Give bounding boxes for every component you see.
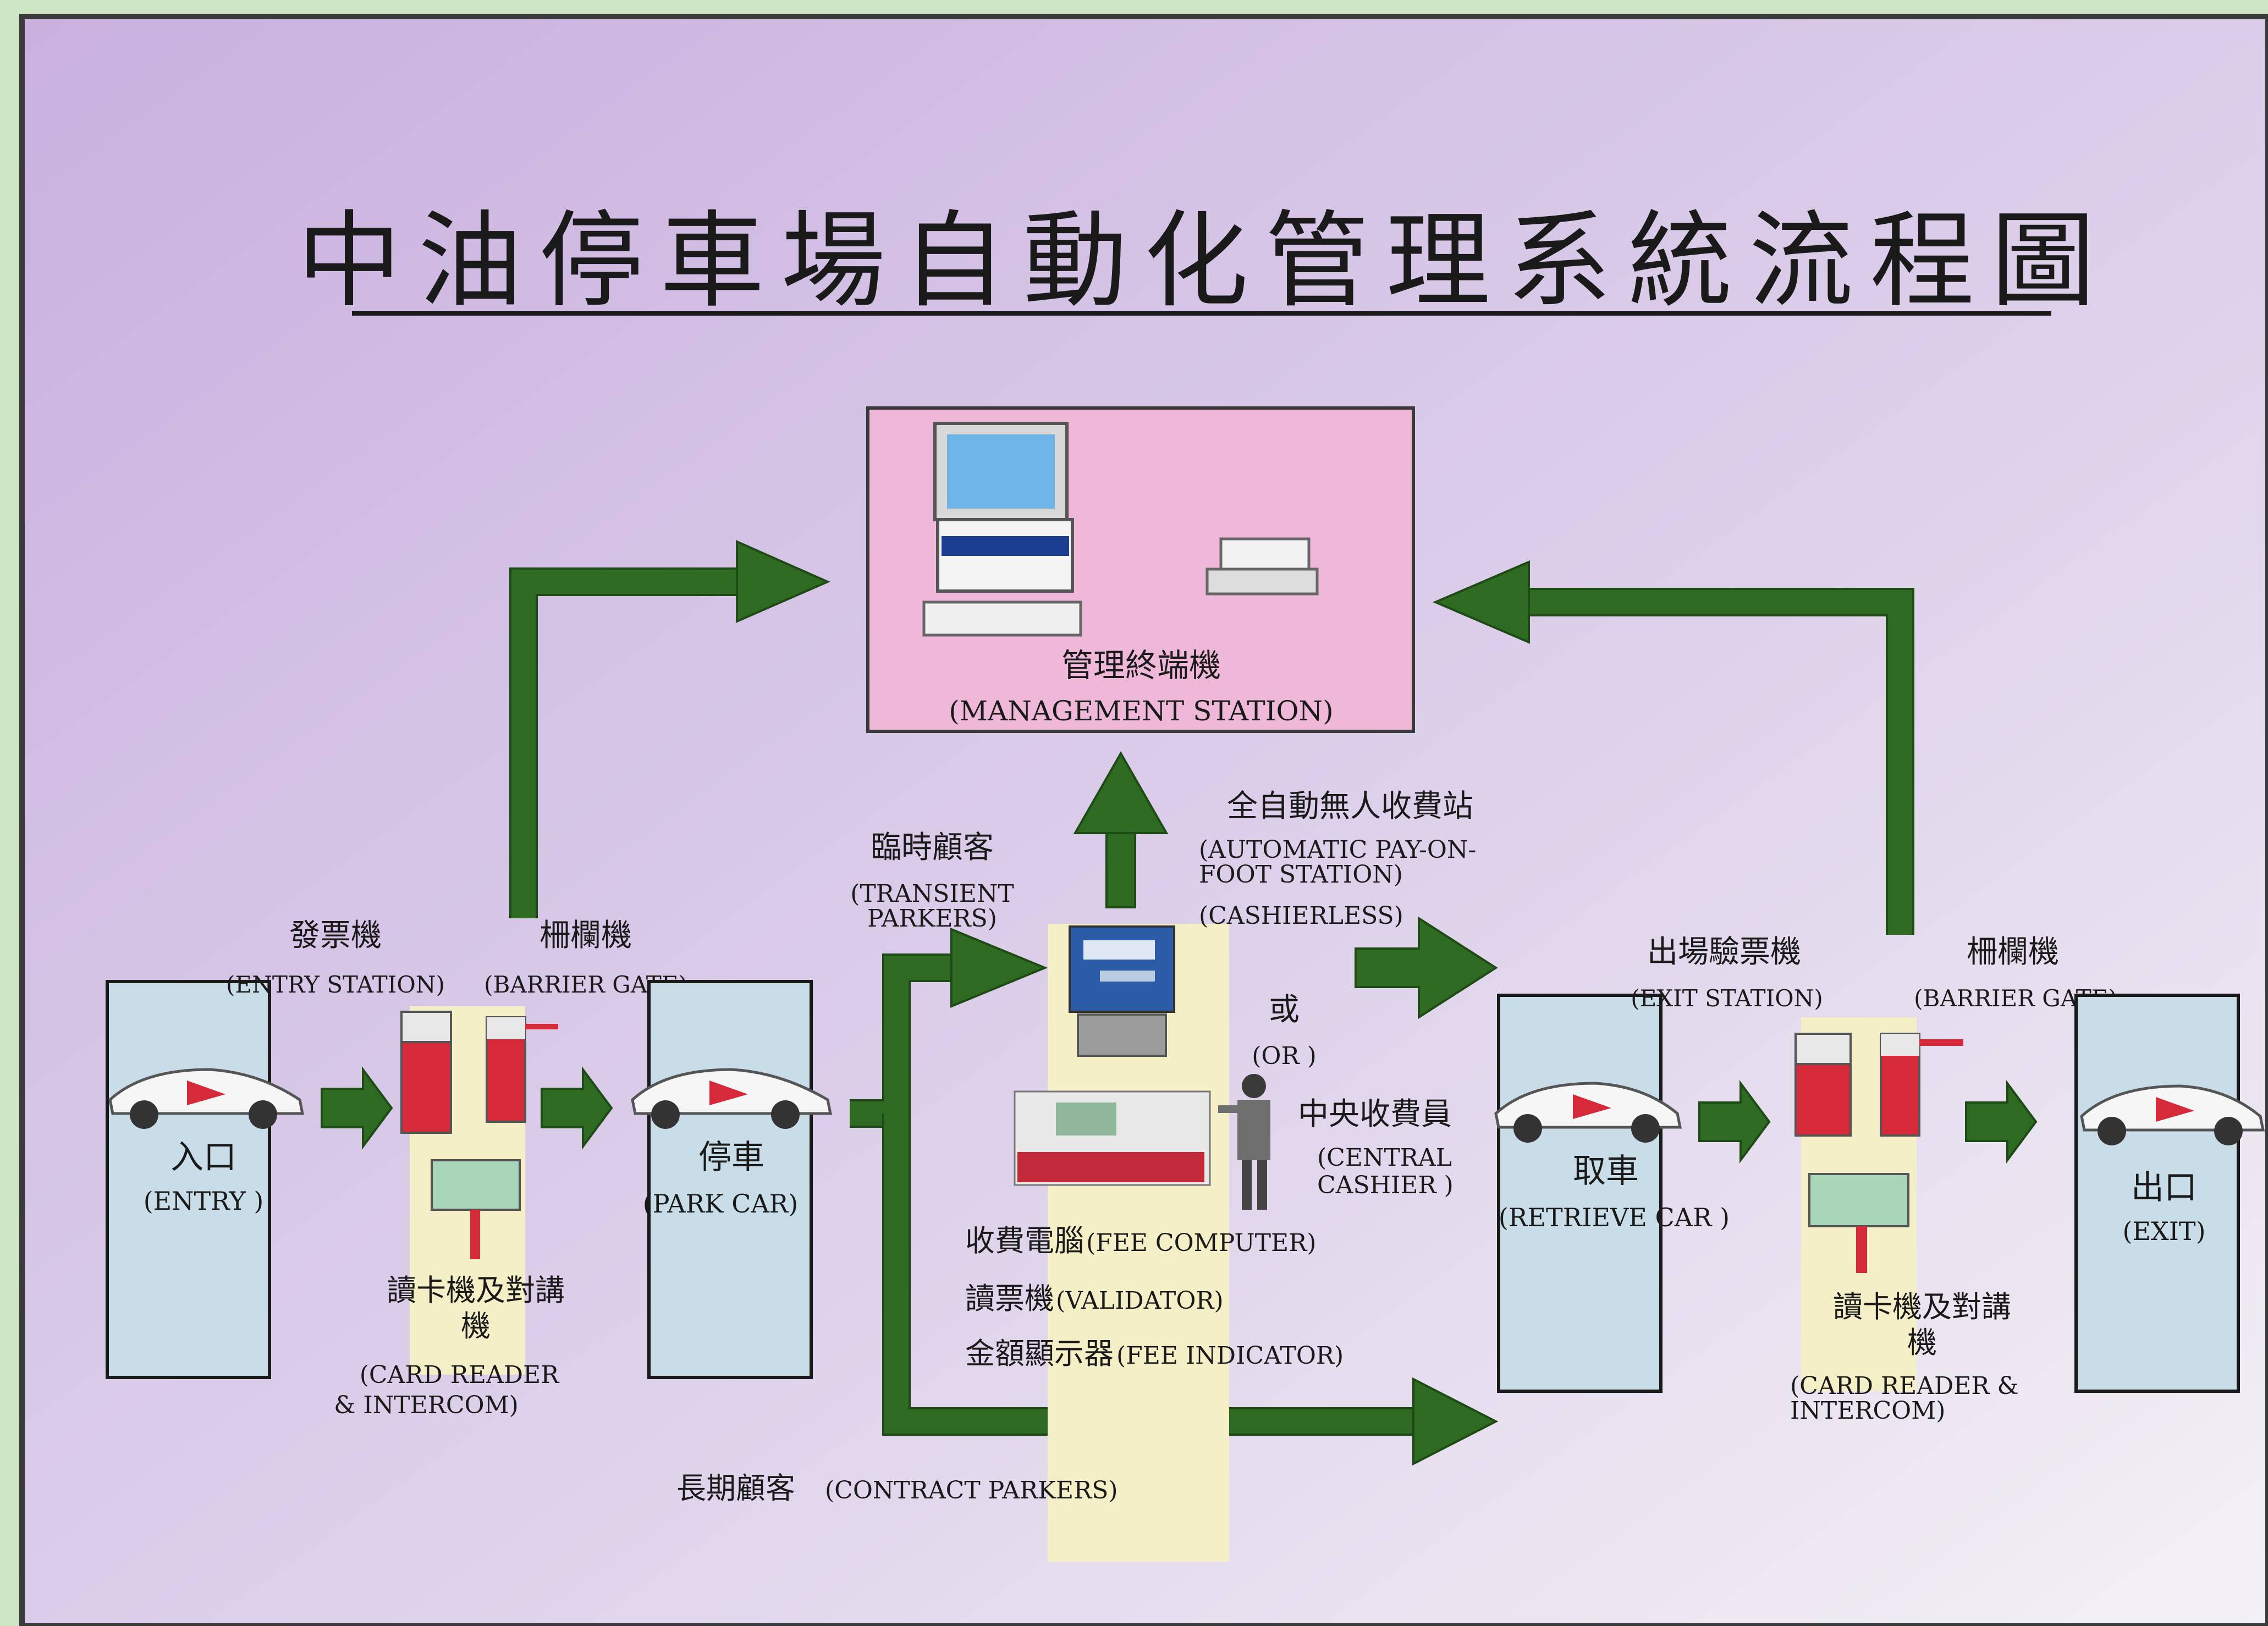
autopay-en2: FOOT STATION) — [1199, 861, 1403, 889]
exit-station-zh: 出場驗票機 — [1647, 934, 1801, 970]
arrow-pay-to-retrieve — [1355, 916, 1498, 1019]
card-reader-right-en1: (CARD READER & — [1790, 1372, 2019, 1400]
or-zh: 或 — [1269, 992, 1300, 1028]
management-zh: 管理終端機 — [1061, 647, 1221, 684]
page-title: 中油停車場自動化管理系統流程圖 — [297, 200, 2112, 322]
exit-station-en: (EXIT STATION) — [1631, 985, 1823, 1012]
arrow-gate-to-exit — [1965, 1079, 2038, 1164]
retrieve-en: (RETRIEVE CAR ) — [1499, 1203, 1730, 1232]
pay-station-area — [1014, 924, 1270, 1562]
printer-icon — [1205, 537, 1319, 596]
contract-en: (CONTRACT PARKERS) — [825, 1476, 1118, 1504]
or-en: (OR ) — [1252, 1042, 1317, 1070]
park-zh: 停車 — [698, 1138, 764, 1177]
central-cashier-zh: 中央收費員 — [1298, 1096, 1452, 1132]
entry-to-management-arrow — [509, 539, 830, 918]
exit-zh: 出口 — [2131, 1168, 2197, 1207]
device-validator: 讀票機 (VALIDATOR) — [965, 1281, 1224, 1316]
device-validator-zh: 讀票機 — [965, 1281, 1054, 1316]
autopay-en3: (CASHIERLESS) — [1199, 902, 1403, 930]
central-cashier-en2: CASHIER ) — [1317, 1171, 1454, 1199]
card-reader-left-en1: (CARD READER — [360, 1361, 560, 1389]
arrow-retrieve-to-gate — [1698, 1079, 1771, 1164]
right-gate-area — [1794, 1017, 1963, 1391]
entry-station-zh: 發票機 — [289, 918, 382, 953]
management-station: 管理終端機 (MANAGEMENT STATION) — [866, 406, 1415, 733]
barrier-gate-right-zh: 柵欄機 — [1967, 934, 2059, 970]
central-cashier-en1: (CENTRAL — [1317, 1144, 1452, 1172]
transient-zh: 臨時顧客 — [871, 830, 994, 866]
car-icon-retrieve — [1494, 1082, 1682, 1143]
cashier-person-icon — [1218, 1074, 1270, 1210]
barrier-gate-left-zh: 柵欄機 — [540, 918, 632, 953]
retrieve-panel: 取車 (RETRIEVE CAR ) — [1497, 994, 1730, 1393]
entry-en: (ENTRY ) — [144, 1186, 264, 1216]
entry-panel: 入口 (ENTRY ) — [106, 980, 271, 1379]
retrieve-zh: 取車 — [1573, 1152, 1639, 1190]
card-reader-left — [431, 1159, 521, 1211]
park-panel: 停車 (PARK CAR) — [643, 980, 813, 1379]
transient-en2: PARKERS) — [867, 905, 997, 933]
autopay-zh: 全自動無人收費站 — [1227, 789, 1473, 824]
car-icon-exit — [2080, 1084, 2265, 1145]
card-reader-right-zh2: 機 — [1907, 1325, 1937, 1360]
arrow-gate-to-park — [541, 1066, 613, 1150]
management-en: (MANAGEMENT STATION) — [949, 695, 1333, 727]
pay-machine-icon — [1069, 925, 1175, 1057]
transient-en1: (TRANSIENT — [850, 880, 1014, 908]
device-fee-computer-zh: 收費電腦 — [965, 1223, 1084, 1258]
exit-to-management-arrow — [1432, 560, 1914, 935]
device-fee-computer-en: (FEE COMPUTER) — [1086, 1229, 1316, 1257]
car-icon-park — [631, 1068, 833, 1129]
device-fee-indicator: 金額顯示器 (FEE INDICATOR) — [965, 1336, 1344, 1371]
left-gate-area — [400, 1006, 558, 1375]
device-fee-computer: 收費電腦 (FEE COMPUTER) — [965, 1223, 1316, 1258]
exit-panel: 出口 (EXIT) — [2074, 994, 2240, 1393]
device-fee-indicator-en: (FEE INDICATOR) — [1116, 1342, 1344, 1370]
contract-zh: 長期顧客 — [676, 1471, 795, 1506]
device-validator-en: (VALIDATOR) — [1056, 1287, 1224, 1315]
card-reader-left-zh2: 機 — [461, 1309, 491, 1343]
park-en: (PARK CAR) — [643, 1189, 799, 1219]
car-icon-entry — [108, 1068, 305, 1129]
exit-en: (EXIT) — [2122, 1216, 2205, 1246]
cashier-desk-icon — [1014, 1090, 1211, 1186]
card-reader-left-zh1: 讀卡機及對講 — [387, 1273, 565, 1308]
card-reader-left-en2: & INTERCOM) — [334, 1391, 519, 1419]
card-reader-right-en2: INTERCOM) — [1790, 1397, 1945, 1425]
park-to-split-paths — [850, 928, 1499, 1466]
card-reader-right-zh1: 讀卡機及對講 — [1833, 1289, 2011, 1324]
entry-zh: 入口 — [170, 1138, 236, 1177]
card-reader-right — [1808, 1173, 1909, 1227]
entry-station-en: (ENTRY STATION) — [226, 971, 445, 998]
paystation-to-management-arrow — [1073, 751, 1169, 908]
computer-icon — [922, 422, 1082, 637]
arrow-entry-to-gate — [321, 1066, 393, 1150]
device-fee-indicator-zh: 金額顯示器 — [965, 1336, 1114, 1371]
autopay-en1: (AUTOMATIC PAY-ON- — [1199, 836, 1476, 864]
